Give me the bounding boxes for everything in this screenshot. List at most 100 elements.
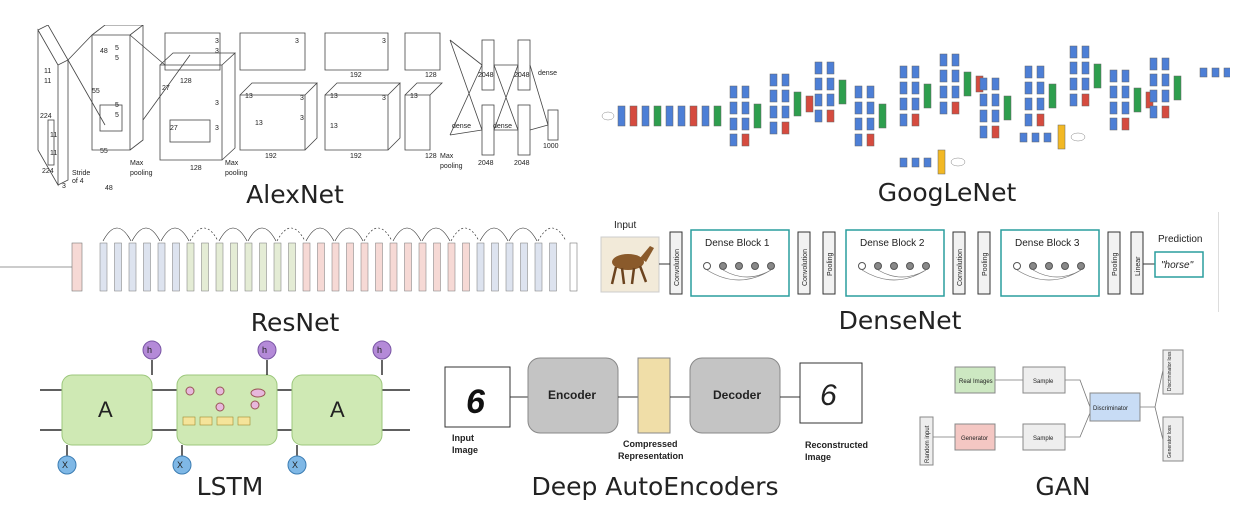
- densenet-layer-label: Pooling: [982, 253, 989, 276]
- densenet-layer: [952, 231, 966, 295]
- gnet-aux-block: [899, 157, 908, 168]
- gnet-conv-block: [899, 65, 908, 79]
- gnet-conv-block: [899, 113, 908, 127]
- resnet-layer: [505, 242, 514, 292]
- densenet-node: [858, 262, 866, 270]
- gnet-concat-block: [838, 79, 847, 105]
- resnet-layer: [172, 242, 180, 292]
- gnet-conv-block: [991, 93, 1000, 107]
- ae-compressed-label-2: Representation: [618, 451, 684, 461]
- svg-text:192: 192: [350, 153, 362, 160]
- densenet-node: [874, 262, 882, 270]
- resnet-svg: [0, 227, 578, 292]
- densenet-node: [1013, 262, 1021, 270]
- resnet-layer: [157, 242, 166, 292]
- resnet-skip-arc: [131, 227, 161, 242]
- gan-svg: Real Images Sample Random input Generato…: [919, 349, 1184, 466]
- svg-text:192: 192: [350, 72, 362, 79]
- densenet-node: [922, 262, 930, 270]
- gnet-conv-block: [729, 117, 738, 131]
- gnet-conv-block: [951, 69, 960, 83]
- resnet-skip-arc: [421, 227, 451, 242]
- gnet-conv-block: [814, 77, 823, 91]
- densenet-node: [751, 262, 759, 270]
- resnet-skip-arc: [537, 227, 567, 242]
- gnet-conv-block: [769, 105, 778, 119]
- gnet-conv-block: [866, 101, 875, 115]
- gnet-conv-block: [854, 85, 863, 99]
- svg-text:13: 13: [255, 120, 263, 127]
- lstm-cell-middle: [176, 374, 278, 446]
- svg-text:11: 11: [50, 132, 57, 139]
- gnet-aux-block: [923, 157, 932, 168]
- lstm-cell-right: [291, 374, 383, 446]
- lstm-x-label-1: X: [62, 460, 68, 470]
- gnet-concat-block: [753, 103, 762, 129]
- densenet-connection: [861, 269, 927, 281]
- autoencoder-svg: 6 Input Image Encoder Compressed Represe…: [444, 357, 868, 462]
- gnet-concat-block: [878, 103, 887, 129]
- resnet-fc: [569, 242, 578, 292]
- gan-random-input-box: [919, 416, 934, 466]
- lstm-h-label-1: h: [147, 345, 152, 355]
- gnet-conv-block: [1109, 69, 1118, 83]
- resnet-layer: [128, 242, 137, 292]
- svg-text:128: 128: [180, 78, 192, 85]
- gnet-conv-block: [1069, 77, 1078, 91]
- svg-text:3: 3: [300, 95, 304, 102]
- gnet-stem-block: [665, 105, 674, 127]
- gan-sample-top-label: Sample: [1033, 379, 1054, 385]
- gnet-conv-block: [911, 97, 920, 111]
- ae-input-image: [444, 366, 511, 428]
- gnet-conv-block: [854, 101, 863, 115]
- svg-text:128: 128: [425, 153, 437, 160]
- resnet-layer: [273, 242, 282, 292]
- gan-real-images-label: Real Images: [959, 379, 993, 385]
- gnet-conv-block: [1109, 101, 1118, 115]
- gan-generator-box: [954, 423, 996, 451]
- ae-encoder-box: [527, 357, 619, 434]
- gnet-conv-block: [939, 85, 948, 99]
- gnet-conv-block: [991, 125, 1000, 139]
- lstm-cell-left: [61, 374, 153, 446]
- gnet-conv-block: [781, 73, 790, 87]
- resnet-skip-arc: [218, 227, 248, 242]
- gnet-conv-block: [729, 133, 738, 147]
- gnet-aux-block: [1211, 67, 1220, 78]
- resnet-skip-arc: [334, 227, 364, 242]
- densenet-layer: [1107, 231, 1121, 295]
- gnet-conv-block: [1069, 93, 1078, 107]
- svg-text:13: 13: [330, 123, 338, 130]
- densenet-node: [767, 262, 775, 270]
- svg-text:3: 3: [215, 100, 219, 107]
- svg-text:11: 11: [44, 78, 51, 85]
- gnet-conv-block: [911, 113, 920, 127]
- gnet-conv-block: [1036, 113, 1045, 127]
- caption-alexnet: AlexNet: [246, 180, 344, 209]
- resnet-layer: [317, 242, 325, 292]
- gan-disc-loss-box: [1162, 349, 1184, 395]
- densenet-output-box: [1154, 251, 1204, 278]
- gnet-conv-block: [1024, 65, 1033, 79]
- resnet-layer: [143, 242, 151, 292]
- gnet-conv-block: [741, 117, 750, 131]
- densenet-layer: [797, 231, 811, 295]
- svg-text:13: 13: [245, 93, 253, 100]
- svg-text:11: 11: [50, 150, 57, 157]
- gnet-concat-block: [1133, 87, 1142, 113]
- lstm-diagram: A A h h h X X X: [40, 335, 410, 475]
- gnet-conv-block: [1121, 101, 1130, 115]
- gnet-conv-block: [1024, 81, 1033, 95]
- resnet-layer: [215, 242, 224, 292]
- gnet-conv-block: [854, 117, 863, 131]
- gnet-conv-block: [1149, 57, 1158, 71]
- svg-text:3: 3: [300, 115, 304, 122]
- densenet-connection: [1016, 269, 1082, 281]
- resnet-layer: [230, 242, 238, 292]
- gnet-aux-block: [1223, 67, 1232, 78]
- horse-body: [612, 254, 644, 270]
- gan-discriminator-box: [1089, 392, 1141, 422]
- gnet-conv-block: [1024, 113, 1033, 127]
- gan-gen-loss-box: [1162, 416, 1184, 462]
